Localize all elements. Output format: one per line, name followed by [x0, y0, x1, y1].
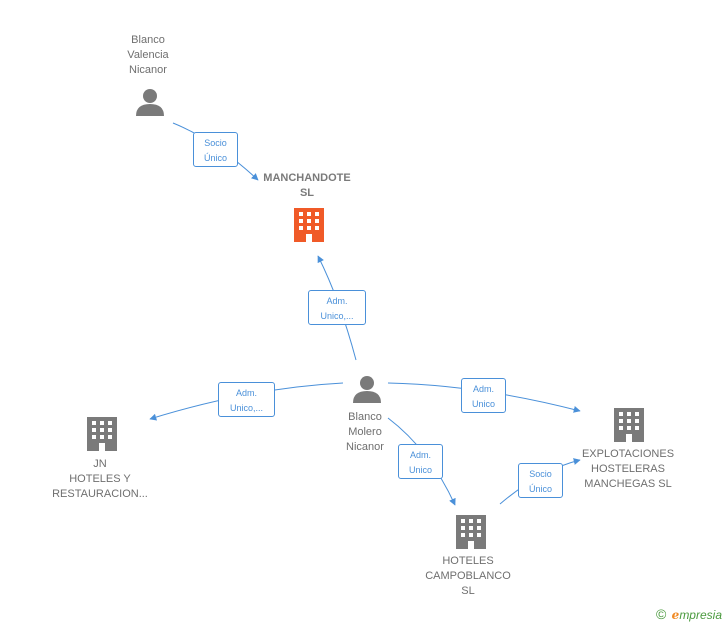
building-icon[interactable] [87, 417, 117, 451]
copyright-symbol: © [656, 606, 667, 622]
building-icon[interactable] [456, 515, 486, 549]
brand-logo: © empresia [656, 606, 722, 622]
building-icon[interactable] [614, 408, 644, 442]
edge-label-molero-manchandote[interactable]: Adm. Unico,... [308, 290, 366, 325]
node-label-blanco-valencia[interactable]: Blanco Valencia Nicanor [127, 34, 169, 76]
node-label-explotaciones[interactable]: EXPLOTACIONES HOSTELERAS MANCHEGAS SL [581, 448, 675, 490]
edge-label-molero-explotaciones[interactable]: Adm. Unico [461, 378, 506, 413]
brand-name: mpresia [679, 608, 722, 622]
edge-label-valencia-manchandote[interactable]: Socio Único [193, 132, 238, 167]
node-label-blanco-molero[interactable]: Blanco Molero Nicanor [346, 411, 384, 453]
node-label-jn-hoteles[interactable]: JN HOTELES Y RESTAURACION... [52, 458, 148, 500]
building-icon[interactable] [294, 208, 324, 242]
node-label-manchandote[interactable]: MANCHANDOTE SL [263, 172, 351, 199]
node-label-hoteles-campoblanco[interactable]: HOTELES CAMPOBLANCO SL [425, 555, 511, 597]
edge-label-molero-jn[interactable]: Adm. Unico,... [218, 382, 275, 417]
person-icon[interactable] [353, 376, 381, 403]
person-icon[interactable] [136, 89, 164, 116]
brand-e: e [671, 608, 680, 622]
edge-label-campoblanco-explotaciones[interactable]: Socio Único [518, 463, 563, 498]
edge-label-molero-campoblanco[interactable]: Adm. Unico [398, 444, 443, 479]
